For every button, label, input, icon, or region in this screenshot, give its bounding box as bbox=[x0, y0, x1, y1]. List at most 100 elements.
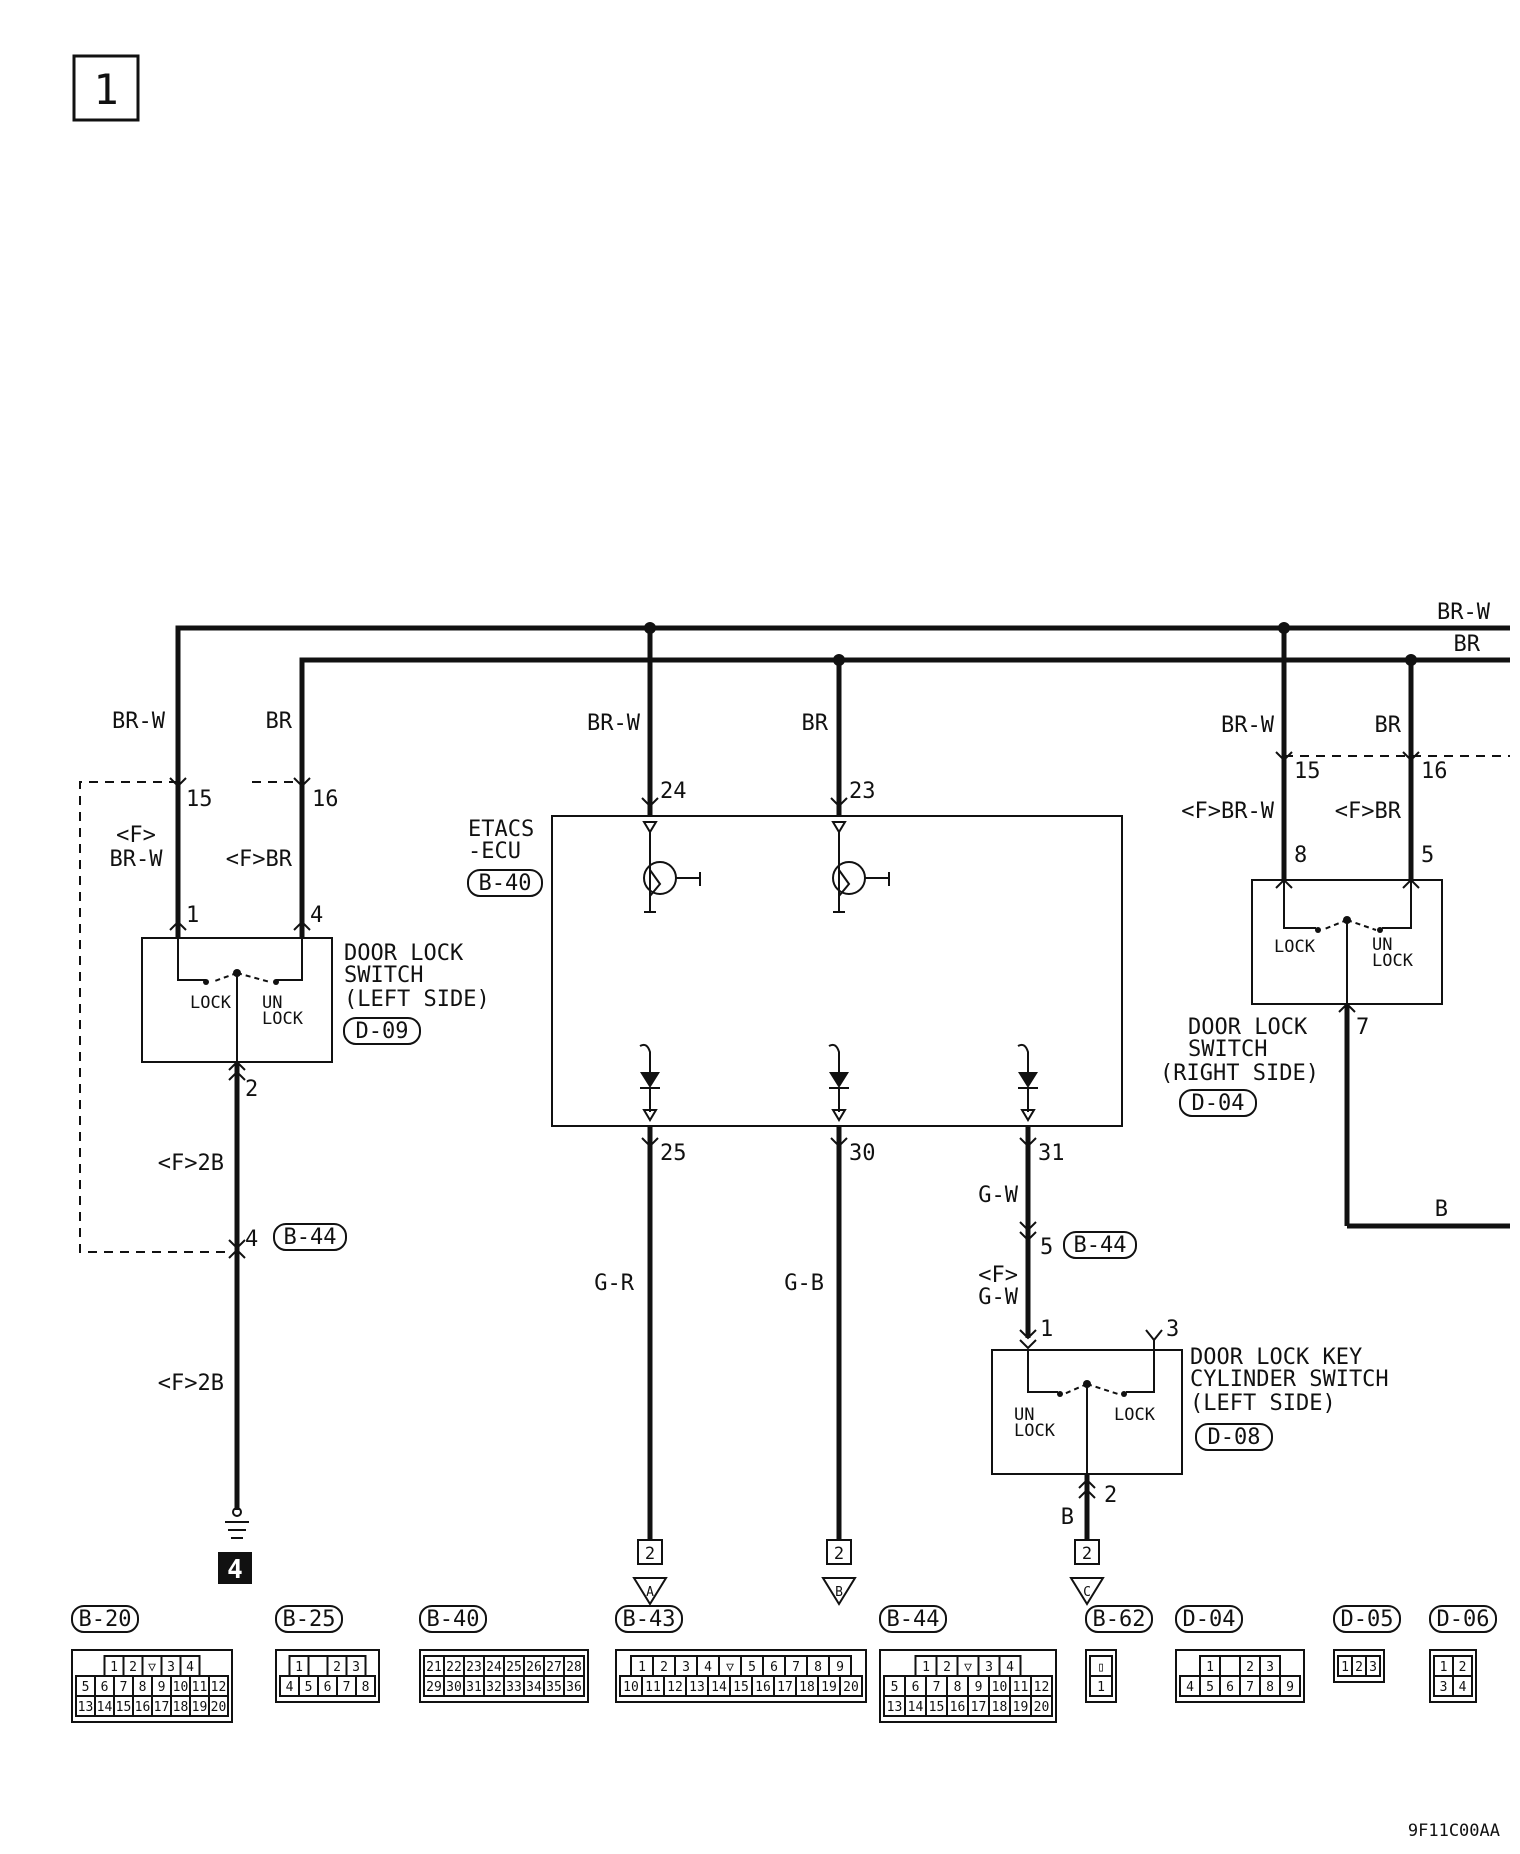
connector-id-label: B-43 bbox=[623, 1607, 676, 1632]
connector-pin-label: 5 bbox=[748, 1660, 756, 1675]
connector-pin-label: 1 bbox=[295, 1660, 303, 1675]
offpage-connector-a: 2 A bbox=[632, 1539, 668, 1606]
junction-mid-connector: B-44 bbox=[1074, 1233, 1127, 1258]
connector-pin-label: 10 bbox=[173, 1680, 189, 1695]
connector-pin-label: 2 bbox=[1355, 1660, 1363, 1675]
connector-pin-label: 24 bbox=[486, 1660, 502, 1675]
right-door-lock-circuit: BR-W BR 15 16 <F>BR-W <F>BR 8 5 LOCK UN … bbox=[1160, 628, 1510, 1229]
pin-e31: 31 bbox=[1038, 1141, 1065, 1166]
connector-pin-label: 19 bbox=[1013, 1700, 1029, 1715]
connector-pin-label: 14 bbox=[908, 1700, 924, 1715]
out-f-tag: <F> bbox=[978, 1263, 1018, 1288]
offpage-connector-c: 2 C bbox=[1069, 1539, 1105, 1606]
offpage-a-page: 2 bbox=[645, 1544, 655, 1564]
connector-pin-label: 2 bbox=[1246, 1660, 1254, 1675]
connector-pin-label: 2 bbox=[333, 1660, 341, 1675]
connector-pin-label: 20 bbox=[211, 1700, 227, 1715]
left-switch-name1: DOOR LOCK bbox=[344, 941, 464, 966]
connector-pin-label: 16 bbox=[755, 1680, 771, 1695]
key-b-label: B bbox=[1061, 1505, 1074, 1530]
etacs-brw-label: BR-W bbox=[587, 711, 641, 736]
connector-pin-label: 14 bbox=[711, 1680, 727, 1695]
connector-pin-label: 3 bbox=[682, 1660, 690, 1675]
connector-pin-label: 9 bbox=[975, 1680, 983, 1695]
left-f2b-upper: <F>2B bbox=[158, 1151, 224, 1176]
etacs-br-label: BR bbox=[802, 711, 829, 736]
connector-pin-label: 1 bbox=[110, 1660, 118, 1675]
connector-pin-label: 17 bbox=[971, 1700, 987, 1715]
connector-id-label: B-44 bbox=[887, 1607, 940, 1632]
connector-pin-label: 3 bbox=[985, 1660, 993, 1675]
connector-pin-label: 2 bbox=[943, 1660, 951, 1675]
connector-id-label: B-40 bbox=[427, 1607, 480, 1632]
right-br-label: BR bbox=[1375, 713, 1402, 738]
etacs-name1: ETACS bbox=[468, 817, 534, 842]
pin-l16: 16 bbox=[312, 787, 339, 812]
connector-pin-label: 26 bbox=[526, 1660, 542, 1675]
right-brw-label: BR-W bbox=[1221, 713, 1275, 738]
figure-code: 9F11C00AA bbox=[1408, 1821, 1500, 1841]
connector-pin-label: 4 bbox=[1186, 1680, 1194, 1695]
power-bus-br: BR bbox=[299, 632, 1510, 938]
connector-pin-label: 6 bbox=[1226, 1680, 1234, 1695]
connector-pin-label: 2 bbox=[1459, 1660, 1467, 1675]
connector-pin-label: 22 bbox=[446, 1660, 462, 1675]
pin-r15: 15 bbox=[1294, 759, 1321, 784]
offpage-c-page: 2 bbox=[1082, 1544, 1092, 1564]
connector-id-label: B-25 bbox=[283, 1607, 336, 1632]
left-lock-label: LOCK bbox=[190, 993, 232, 1013]
pin-r16: 16 bbox=[1421, 759, 1448, 784]
out-gr-label: G-R bbox=[594, 1271, 634, 1296]
connector-pin-label: 4 bbox=[1006, 1660, 1014, 1675]
connector-pin-label: 32 bbox=[486, 1680, 502, 1695]
connector-pin-label: 6 bbox=[324, 1680, 332, 1695]
connector-pin-label: 8 bbox=[954, 1680, 962, 1695]
connector-pin-label: 7 bbox=[120, 1680, 128, 1695]
left-br-label: BR bbox=[266, 709, 293, 734]
left-f-brw-label: BR-W bbox=[110, 847, 164, 872]
junction-left-connector: B-44 bbox=[284, 1225, 337, 1250]
left-door-lock-circuit: BR-W BR 15 16 <F> BR-W <F>BR 1 4 LOCK UN… bbox=[79, 709, 490, 1585]
connector-pin-label: ▽ bbox=[148, 1660, 156, 1675]
connector-pin-label: 17 bbox=[777, 1680, 793, 1695]
connector-pin-label: 1 bbox=[1440, 1660, 1448, 1675]
right-f-br-label: <F>BR bbox=[1335, 799, 1402, 824]
connector-pin-label: 35 bbox=[546, 1680, 562, 1695]
connector-pin-label: 19 bbox=[192, 1700, 208, 1715]
connector-pin-label: 4 bbox=[1459, 1680, 1467, 1695]
connector-pin-label: 8 bbox=[814, 1660, 822, 1675]
pin-l4b: 4 bbox=[245, 1227, 258, 1252]
connector-pin-label: 3 bbox=[352, 1660, 360, 1675]
pin-k1: 1 bbox=[1040, 1317, 1053, 1342]
connector-pin-label: 7 bbox=[792, 1660, 800, 1675]
connector-id-label: B-20 bbox=[79, 1607, 132, 1632]
right-switch-name1: DOOR LOCK bbox=[1188, 1015, 1308, 1040]
connector-pin-label: 9 bbox=[836, 1660, 844, 1675]
pin-r8: 8 bbox=[1294, 843, 1307, 868]
connector-pin-label: 20 bbox=[843, 1680, 859, 1695]
connector-pin-label: 1 bbox=[1206, 1660, 1214, 1675]
out-gb-label: G-B bbox=[784, 1271, 824, 1296]
left-switch-name2: SWITCH bbox=[344, 963, 423, 988]
connector-pin-label: ▽ bbox=[964, 1660, 972, 1675]
key-switch-connector: D-08 bbox=[1208, 1425, 1261, 1450]
right-unlock-label: LOCK bbox=[1372, 951, 1414, 971]
etacs-input-transistors bbox=[642, 821, 890, 913]
offpage-connector-b: 2 B bbox=[821, 1539, 857, 1606]
connector-pin-label: 9 bbox=[1286, 1680, 1294, 1695]
right-lock-label: LOCK bbox=[1274, 937, 1316, 957]
connector-pin-label: 33 bbox=[506, 1680, 522, 1695]
out-fgw-label: G-W bbox=[978, 1285, 1018, 1310]
connector-pin-label: 36 bbox=[566, 1680, 582, 1695]
key-cylinder-circuit: 5 B-44 <F> G-W 1 3 UN LOCK LOCK DOOR LOC… bbox=[978, 1221, 1389, 1540]
connector-pin-label: 12 bbox=[1034, 1680, 1050, 1695]
left-f2b-lower: <F>2B bbox=[158, 1371, 224, 1396]
connector-pin-label: 1 bbox=[1097, 1680, 1105, 1695]
left-un-label: UN bbox=[262, 993, 282, 1013]
left-f-tag: <F> bbox=[116, 823, 156, 848]
connector-pin-label: 5 bbox=[82, 1680, 90, 1695]
